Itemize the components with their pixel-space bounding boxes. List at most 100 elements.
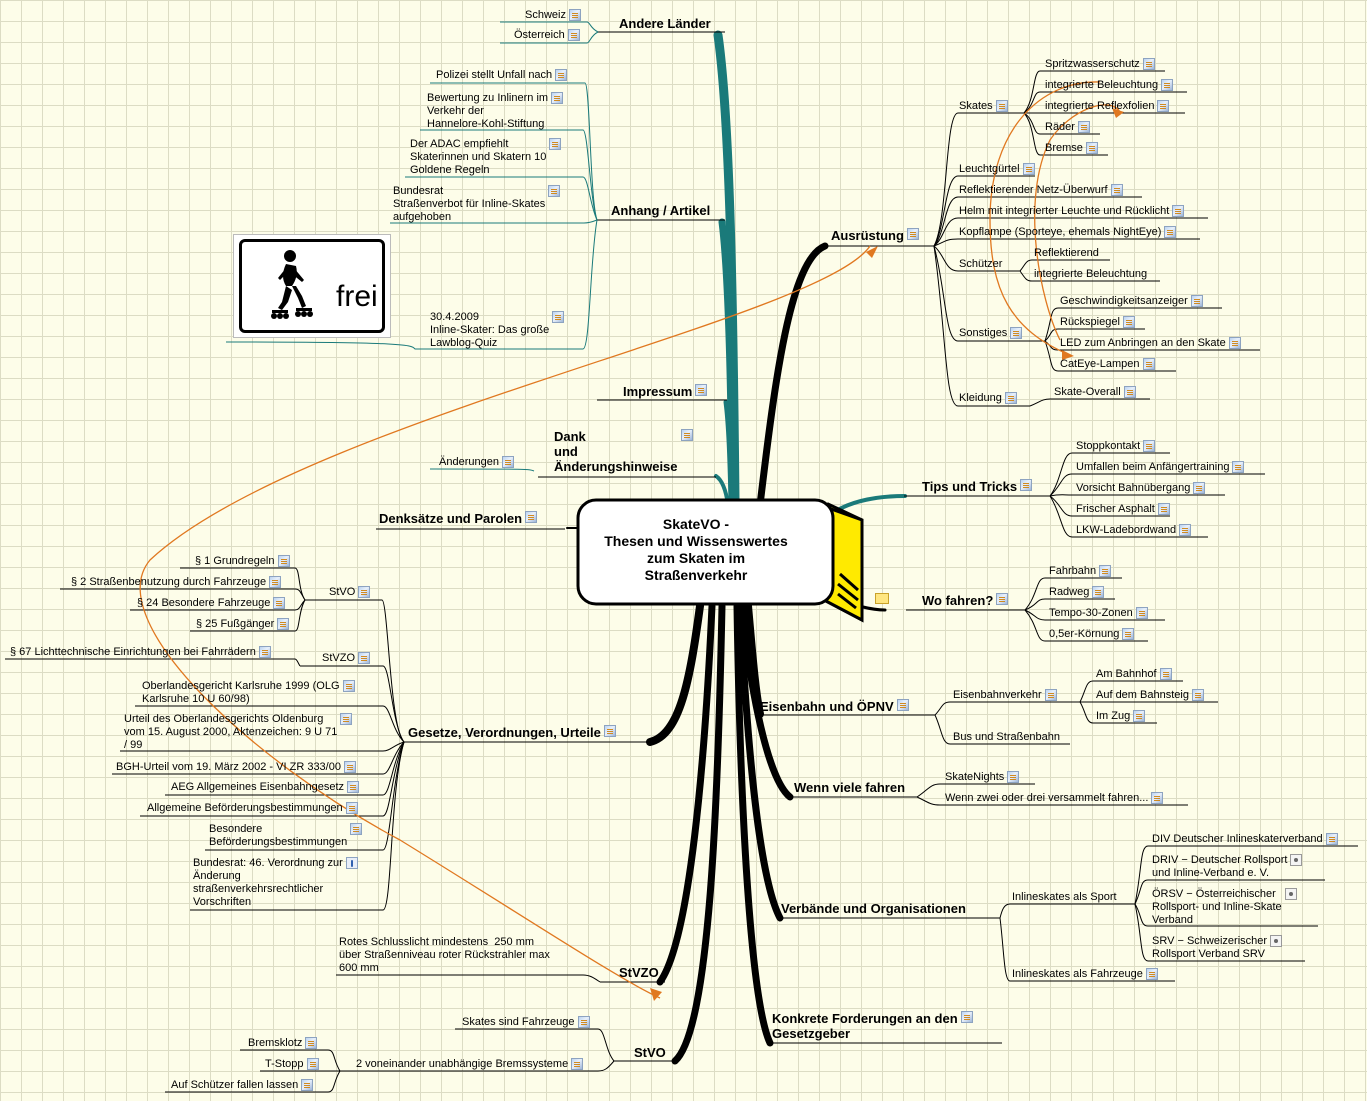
node-bus[interactable]: Bus und Straßenbahn xyxy=(953,731,1060,744)
note-icon[interactable] xyxy=(1190,295,1203,307)
node-aeg[interactable]: AEG Allgemeines Eisenbahngesetz xyxy=(171,781,362,794)
node-konkrete[interactable]: Konkrete Forderungen an den Gesetzgeber xyxy=(772,1011,976,1041)
node-rotes[interactable]: Rotes Schlusslicht mindestens 250 mm übe… xyxy=(339,936,550,975)
note-icon[interactable] xyxy=(1157,503,1170,515)
node-besbef[interactable]: Besondere Beförderungsbestimmungen xyxy=(209,823,365,849)
node-srv[interactable]: SRV − Schweizerischer Rollsport Verband … xyxy=(1152,935,1285,961)
note-icon[interactable] xyxy=(306,1058,319,1070)
node-intbel[interactable]: integrierte Beleuchtung xyxy=(1045,79,1176,92)
note-icon[interactable] xyxy=(1228,337,1241,349)
node-stopp[interactable]: Stoppkontakt xyxy=(1076,440,1158,453)
node-intbel2[interactable]: integrierte Beleuchtung xyxy=(1034,268,1147,281)
node-vielefahren[interactable]: Wenn viele fahren xyxy=(794,780,905,795)
note-icon[interactable] xyxy=(906,228,919,240)
node-impressum[interactable]: Impressum xyxy=(623,384,710,399)
note-icon[interactable] xyxy=(1157,100,1170,112)
note-icon[interactable] xyxy=(555,69,568,81)
note-icon[interactable] xyxy=(1232,461,1245,473)
node-fahrzeuge[interactable]: Inlineskates als Fahrzeuge xyxy=(1012,968,1161,981)
node-lawblog[interactable]: 30.4.2009 Inline-Skater: Das große Lawbl… xyxy=(430,311,567,350)
note-icon[interactable] xyxy=(567,29,580,41)
note-icon[interactable] xyxy=(551,92,564,104)
note-icon[interactable] xyxy=(350,823,363,835)
page-icon[interactable] xyxy=(1270,935,1283,947)
node-overall[interactable]: Skate-Overall xyxy=(1054,386,1139,399)
node-bundesrat1[interactable]: Bundesrat Straßenverbot für Inline-Skate… xyxy=(393,185,563,224)
note-icon[interactable] xyxy=(577,1016,590,1028)
node-bremse[interactable]: Bremse xyxy=(1045,142,1101,155)
node-p2[interactable]: § 2 Straßenbenutzung durch Fahrzeuge xyxy=(71,576,284,589)
node-eisenverk[interactable]: Eisenbahnverkehr xyxy=(953,689,1060,702)
note-icon[interactable] xyxy=(996,593,1009,605)
note-icon[interactable] xyxy=(1151,792,1164,804)
clip-icon[interactable] xyxy=(345,857,358,869)
node-stvzo_l[interactable]: StVZO xyxy=(322,652,373,665)
node-p24[interactable]: § 24 Besondere Fahrzeuge xyxy=(137,597,288,610)
node-dank[interactable]: Dank und Änderungshinweise xyxy=(554,429,696,474)
note-icon[interactable] xyxy=(273,597,286,609)
node-fahrbahn[interactable]: Fahrbahn xyxy=(1049,565,1114,578)
page-icon[interactable] xyxy=(1284,888,1297,900)
node-koernung[interactable]: 0,5er-Körnung xyxy=(1049,628,1137,641)
node-anhang[interactable]: Anhang / Artikel xyxy=(611,203,710,218)
note-icon[interactable] xyxy=(1110,184,1123,196)
note-icon[interactable] xyxy=(343,761,356,773)
node-helm[interactable]: Helm mit integrierter Leuchte und Rückli… xyxy=(959,205,1187,218)
node-spritz[interactable]: Spritzwasserschutz xyxy=(1045,58,1158,71)
node-adac[interactable]: Der ADAC empfiehlt Skaterinnen und Skate… xyxy=(410,138,564,177)
node-lkw[interactable]: LKW-Ladebordwand xyxy=(1076,524,1194,537)
node-stvo_m[interactable]: StVO xyxy=(634,1045,666,1060)
note-icon[interactable] xyxy=(1007,771,1020,783)
node-bgh[interactable]: BGH-Urteil vom 19. März 2002 - VI ZR 333… xyxy=(116,761,359,774)
node-stvzo_m[interactable]: StVZO xyxy=(619,965,659,980)
node-sport[interactable]: Inlineskates als Sport xyxy=(1012,891,1117,904)
node-vorsicht[interactable]: Vorsicht Bahnübergang xyxy=(1076,482,1208,495)
note-icon[interactable] xyxy=(1193,482,1206,494)
note-icon[interactable] xyxy=(1164,226,1177,238)
node-p67[interactable]: § 67 Lichttechnische Einrichtungen bei F… xyxy=(10,646,274,659)
node-imzug[interactable]: Im Zug xyxy=(1096,710,1148,723)
note-icon[interactable] xyxy=(1092,586,1105,598)
note-icon[interactable] xyxy=(1179,524,1192,536)
node-skates_fz[interactable]: Skates sind Fahrzeuge xyxy=(462,1016,593,1029)
node-bremssys[interactable]: 2 voneinander unabhängige Bremssysteme xyxy=(356,1058,586,1071)
node-p1[interactable]: § 1 Grundregeln xyxy=(195,555,293,568)
node-skates[interactable]: Skates xyxy=(959,100,1011,113)
note-icon[interactable] xyxy=(501,456,514,468)
note-icon[interactable] xyxy=(548,185,561,197)
note-icon[interactable] xyxy=(345,802,358,814)
note-envelope-icon[interactable] xyxy=(875,593,889,604)
node-ambahnhof[interactable]: Am Bahnhof xyxy=(1096,668,1175,681)
note-icon[interactable] xyxy=(358,586,371,598)
node-verbaende[interactable]: Verbände und Organisationen xyxy=(781,901,966,916)
node-tstopp[interactable]: T-Stopp xyxy=(265,1058,322,1071)
node-schuetzer_f[interactable]: Auf Schützer fallen lassen xyxy=(171,1079,316,1092)
note-icon[interactable] xyxy=(1142,58,1155,70)
note-icon[interactable] xyxy=(695,384,708,396)
note-icon[interactable] xyxy=(1004,392,1017,404)
note-icon[interactable] xyxy=(1122,628,1135,640)
note-icon[interactable] xyxy=(571,1058,584,1070)
node-bewertung[interactable]: Bewertung zu Inlinern im Verkehr der Han… xyxy=(427,92,566,131)
note-icon[interactable] xyxy=(1022,163,1035,175)
node-denksaetze[interactable]: Denksätze und Parolen xyxy=(379,511,540,526)
node-kopflampe[interactable]: Kopflampe (Sporteye, ehemals NightEye) xyxy=(959,226,1179,239)
note-icon[interactable] xyxy=(995,100,1008,112)
note-icon[interactable] xyxy=(1159,668,1172,680)
note-icon[interactable] xyxy=(549,138,562,150)
node-wofahren[interactable]: Wo fahren? xyxy=(922,593,1011,608)
node-kleidung[interactable]: Kleidung xyxy=(959,392,1020,405)
node-eisenbahn[interactable]: Eisenbahn und ÖPNV xyxy=(760,699,912,714)
note-icon[interactable] xyxy=(1133,710,1146,722)
note-icon[interactable] xyxy=(1161,79,1174,91)
note-icon[interactable] xyxy=(1145,968,1158,980)
note-icon[interactable] xyxy=(1191,689,1204,701)
note-icon[interactable] xyxy=(1085,142,1098,154)
note-icon[interactable] xyxy=(347,781,360,793)
note-icon[interactable] xyxy=(342,680,355,692)
note-icon[interactable] xyxy=(1135,607,1148,619)
central-topic-title[interactable]: SkateVO - Thesen und Wissenswertes zum S… xyxy=(604,516,788,583)
note-icon[interactable] xyxy=(603,725,616,737)
node-aufbahnsteig[interactable]: Auf dem Bahnsteig xyxy=(1096,689,1207,702)
node-skatenights[interactable]: SkateNights xyxy=(945,771,1022,784)
